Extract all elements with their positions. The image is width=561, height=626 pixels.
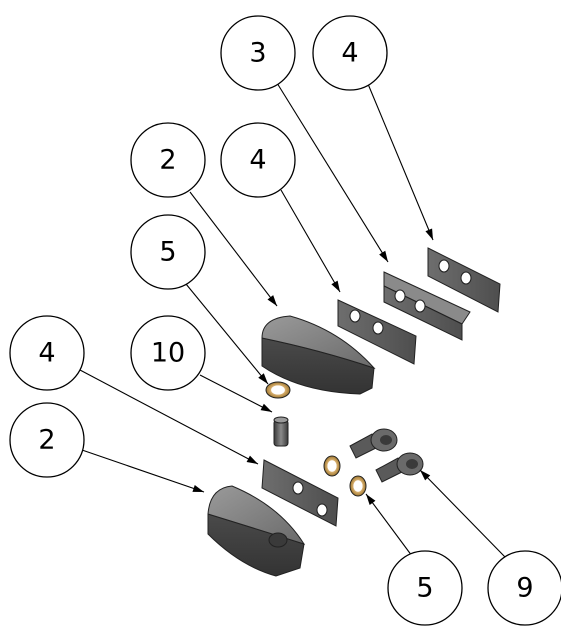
- balloon-circle: [130, 122, 206, 198]
- balloon-b-5-lower: 5: [387, 550, 463, 626]
- balloon-b-2-upper: 2: [130, 122, 206, 198]
- balloon-circle: [220, 122, 296, 198]
- leader-line-b-3-top: [276, 82, 389, 263]
- leader-lines: [79, 82, 507, 559]
- leader-line-b-4-mid: [280, 189, 341, 293]
- balloon-b-10: 10: [130, 315, 206, 391]
- arrowhead-b-2-lower: [192, 485, 204, 492]
- balloon-b-2-lower: 2: [9, 402, 85, 478]
- arrowhead-b-9: [420, 470, 431, 481]
- balloon-b-4-top: 4: [312, 15, 388, 91]
- part-5-lower-washers: [323, 455, 367, 497]
- arrowhead-b-4-left: [246, 455, 258, 464]
- balloon-b-3-top: 3: [220, 15, 296, 91]
- part-2-lower-wedge: [207, 485, 306, 577]
- part-10-pin: [273, 416, 289, 447]
- leader-line-b-2-upper: [189, 191, 278, 307]
- arrowhead-b-2-upper: [267, 295, 277, 306]
- balloon-label: 2: [159, 145, 176, 176]
- part-5-upper-washer: [265, 381, 291, 399]
- balloon-circle: [387, 550, 463, 626]
- balloon-b-5-upper: 5: [130, 214, 206, 290]
- leader-line-b-10: [199, 374, 273, 413]
- balloon-label: 4: [38, 338, 55, 369]
- balloon-label: 10: [151, 338, 185, 369]
- balloon-b-4-mid: 4: [220, 122, 296, 198]
- balloon-b-4-left: 4: [9, 315, 85, 391]
- part-4-mid-plate: [337, 299, 417, 365]
- balloon-label: 5: [416, 573, 433, 604]
- balloon-circle: [487, 550, 561, 626]
- balloon-label: 3: [249, 38, 266, 69]
- leader-line-b-2-lower: [81, 449, 205, 493]
- balloon-circle: [312, 15, 388, 91]
- balloon-circle: [130, 214, 206, 290]
- leader-line-b-4-top: [367, 83, 434, 241]
- arrowhead-b-4-mid: [331, 280, 340, 292]
- part-4-top-plate: [427, 247, 501, 313]
- balloon-label: 4: [249, 145, 266, 176]
- part-9-screws: [349, 428, 424, 483]
- leader-line-b-5-lower: [365, 493, 413, 557]
- balloon-circle: [130, 315, 206, 391]
- arrowhead-b-5-lower: [366, 494, 376, 505]
- leader-line-b-5-upper: [185, 283, 269, 385]
- balloon-circle: [220, 15, 296, 91]
- part-3-thick-plate: [383, 271, 471, 341]
- arrowhead-b-5-upper: [258, 373, 268, 384]
- balloon-label: 4: [341, 38, 358, 69]
- part-4-left-plate: [261, 459, 339, 527]
- arrowhead-b-4-top: [425, 228, 433, 240]
- callout-balloons: 3 4 2 4 5 10 4 2 5 9: [9, 15, 561, 626]
- balloon-label: 2: [38, 425, 55, 456]
- arrowhead-b-3-top: [379, 250, 388, 262]
- leader-line-b-4-left: [79, 369, 259, 465]
- balloon-label: 9: [516, 573, 533, 604]
- balloon-b-9: 9: [487, 550, 561, 626]
- balloon-label: 5: [159, 237, 176, 268]
- balloon-circle: [9, 315, 85, 391]
- arrowhead-b-10: [260, 403, 272, 412]
- leader-line-b-9: [419, 469, 507, 559]
- balloon-circle: [9, 402, 85, 478]
- part-2-upper-wedge: [261, 315, 376, 395]
